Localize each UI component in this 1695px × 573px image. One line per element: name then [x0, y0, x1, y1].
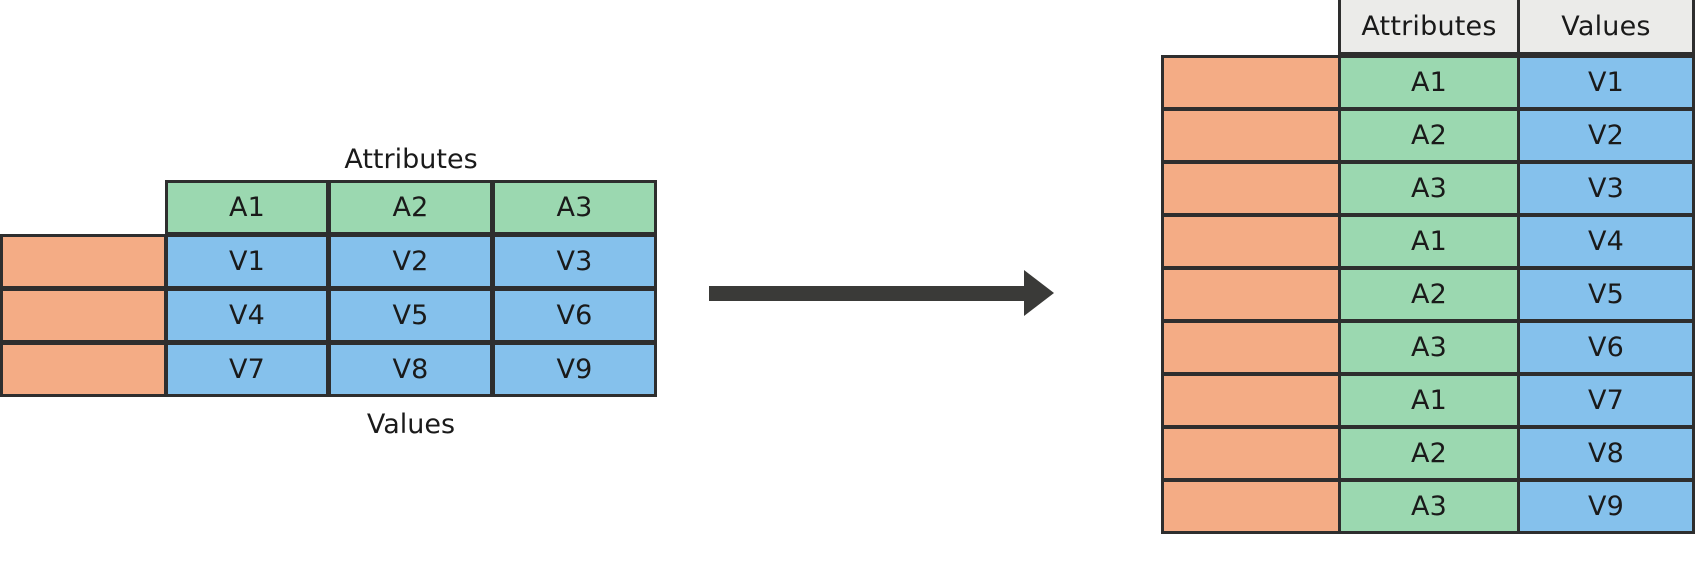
source-value-cell: V3 [492, 234, 657, 289]
source-value-cell: V4 [165, 288, 329, 343]
source-attribute-header-cell: A1 [165, 180, 329, 235]
source-index-cell [0, 288, 167, 343]
result-index-cell [1161, 320, 1341, 375]
arrow-shaft [709, 286, 1026, 301]
result-value-cell: V6 [1517, 320, 1695, 375]
source-value-cell: V7 [165, 342, 329, 397]
result-header-index [1161, 0, 1341, 55]
result-attribute-cell: A1 [1338, 214, 1520, 269]
arrow-head-icon [1024, 270, 1054, 316]
result-attribute-cell: A2 [1338, 108, 1520, 163]
source-attribute-header-cell: A2 [328, 180, 493, 235]
result-value-cell: V7 [1517, 373, 1695, 428]
source-attribute-header-cell: A3 [492, 180, 657, 235]
source-index-cell [0, 234, 167, 289]
result-value-cell: V2 [1517, 108, 1695, 163]
result-value-cell: V1 [1517, 55, 1695, 110]
result-index-cell [1161, 267, 1341, 322]
source-value-cell: V9 [492, 342, 657, 397]
source-value-cell: V6 [492, 288, 657, 343]
result-attribute-cell: A1 [1338, 373, 1520, 428]
source-value-cell: V2 [328, 234, 493, 289]
result-value-cell: V9 [1517, 479, 1695, 534]
result-attribute-cell: A2 [1338, 426, 1520, 481]
result-attribute-cell: A3 [1338, 161, 1520, 216]
source-value-cell: V1 [165, 234, 329, 289]
result-index-cell [1161, 55, 1341, 110]
result-value-cell: V4 [1517, 214, 1695, 269]
source-values-label: Values [366, 409, 456, 440]
result-index-cell [1161, 426, 1341, 481]
source-index-cell [0, 342, 167, 397]
source-value-cell: V8 [328, 342, 493, 397]
result-index-cell [1161, 108, 1341, 163]
result-value-cell: V5 [1517, 267, 1695, 322]
result-header-attributes: Attributes [1338, 0, 1520, 55]
result-value-cell: V3 [1517, 161, 1695, 216]
result-attribute-cell: A2 [1338, 267, 1520, 322]
result-attribute-cell: A1 [1338, 55, 1520, 110]
result-attribute-cell: A3 [1338, 479, 1520, 534]
source-attributes-label: Attributes [344, 144, 478, 175]
result-value-cell: V8 [1517, 426, 1695, 481]
result-attribute-cell: A3 [1338, 320, 1520, 375]
source-value-cell: V5 [328, 288, 493, 343]
result-index-cell [1161, 214, 1341, 269]
result-index-cell [1161, 373, 1341, 428]
result-index-cell [1161, 479, 1341, 534]
result-index-cell [1161, 161, 1341, 216]
result-header-values: Values [1517, 0, 1695, 55]
